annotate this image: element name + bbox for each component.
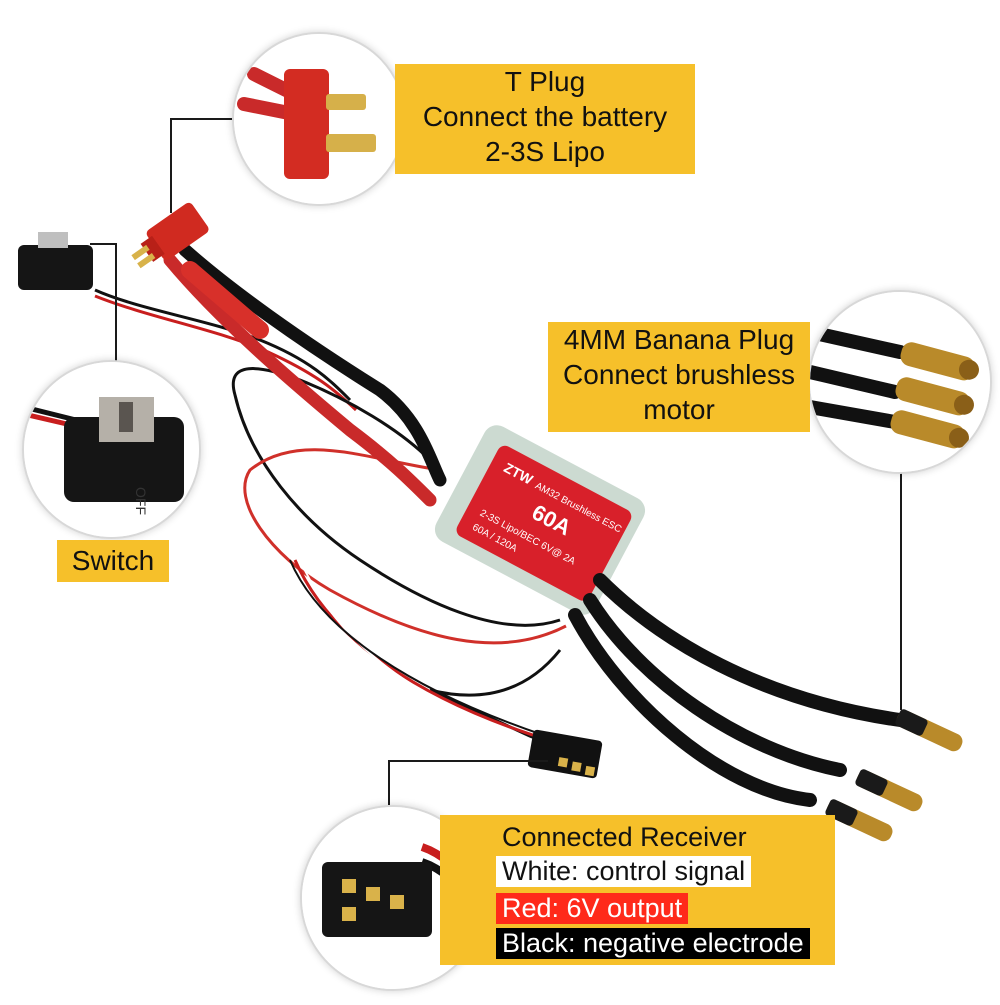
- receiver-black-line: Black: negative electrode: [496, 928, 810, 959]
- switch-callout: Switch: [57, 540, 169, 582]
- switch-label: Switch: [71, 545, 155, 576]
- leader-line-banana-v: [900, 460, 902, 710]
- leader-line-t-plug-h: [170, 118, 240, 120]
- banana-plug-title: 4MM Banana Plug: [563, 324, 795, 355]
- leader-line-t-plug-v: [170, 118, 172, 213]
- leader-line-receiver-h: [388, 760, 548, 762]
- leader-line-switch-v: [115, 243, 117, 363]
- receiver-white-line: White: control signal: [496, 856, 752, 887]
- banana-plug-line3: motor: [643, 394, 715, 425]
- t-plug-line2: Connect the battery: [422, 101, 668, 132]
- t-plug-line3: 2-3S Lipo: [485, 136, 605, 167]
- t-plug-callout: T Plug Connect the battery 2-3S Lipo: [395, 64, 695, 174]
- receiver-title: Connected Receiver: [502, 822, 747, 852]
- leader-line-receiver-v: [388, 760, 390, 805]
- banana-plug-line2: Connect brushless: [563, 359, 795, 390]
- receiver-red-line: Red: 6V output: [496, 893, 689, 924]
- banana-plug-closeup: [808, 290, 992, 474]
- t-plug-title: T Plug: [504, 66, 586, 97]
- t-plug-closeup: [232, 32, 406, 206]
- banana-plug-callout: 4MM Banana Plug Connect brushless motor: [548, 322, 810, 432]
- leader-line-switch-h: [90, 243, 115, 245]
- switch-closeup: OFF: [22, 360, 201, 539]
- switch-off-marking: OFF: [133, 487, 149, 515]
